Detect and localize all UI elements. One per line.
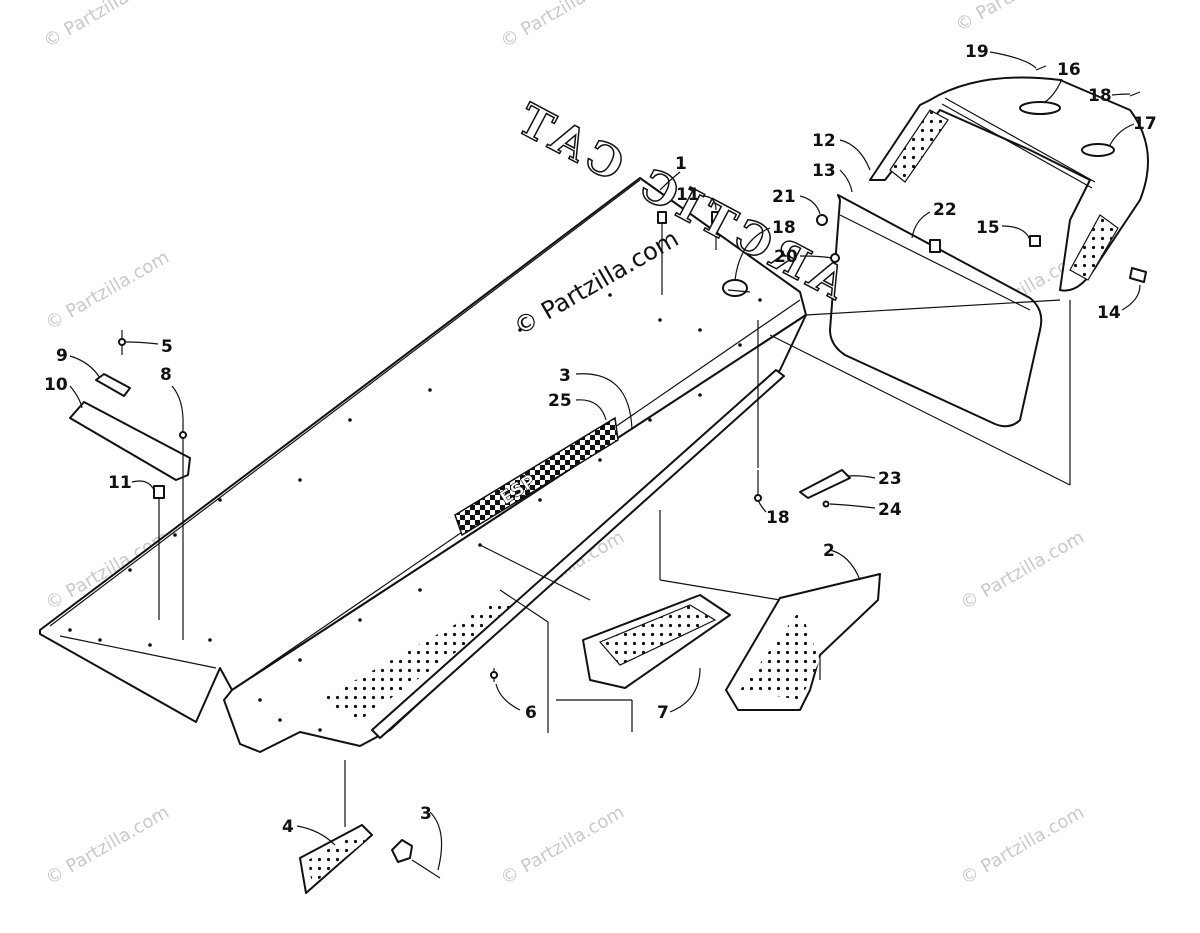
screw-18-right <box>1129 91 1141 97</box>
callout-label: 8 <box>160 365 172 385</box>
plate-4-holes <box>308 832 366 885</box>
bumper-crossbar <box>944 97 1096 183</box>
bumper-perf-left <box>889 109 949 183</box>
screw-6 <box>490 668 498 682</box>
bracket-2-perf <box>740 610 820 700</box>
callout-label: 22 <box>933 200 957 220</box>
running-board-perf <box>598 604 717 666</box>
callout-label: 25 <box>548 391 572 411</box>
callout-label: 18 <box>766 508 790 528</box>
rear-bumper <box>869 76 1149 292</box>
callout-label: 20 <box>774 247 798 267</box>
callout-label: 7 <box>657 703 669 723</box>
callout-label: 19 <box>965 42 989 62</box>
rivet-holes <box>68 293 762 732</box>
callout-label: 9 <box>56 346 68 366</box>
bracket-10 <box>69 373 191 481</box>
screw-24 <box>822 500 830 508</box>
callout-label: 14 <box>1097 303 1121 323</box>
clip-14 <box>1129 267 1147 283</box>
bracket-plate <box>69 401 191 481</box>
callout-label: 23 <box>878 469 902 489</box>
callout-label: 17 <box>1133 114 1157 134</box>
screw-8 <box>179 425 187 445</box>
tunnel-edge-line <box>49 179 641 627</box>
tunnel-rail <box>371 369 785 739</box>
bumper-slot-17 <box>1081 143 1115 157</box>
snow-flap-body <box>829 194 1043 428</box>
bumper-slot-16 <box>1019 101 1061 115</box>
nut-11-top <box>657 211 721 295</box>
bolt-18-lower <box>754 470 762 502</box>
bracket-pad-9 <box>95 373 131 397</box>
watermark: © Partzilla.com <box>952 0 1083 36</box>
callout-label: 5 <box>161 337 173 357</box>
callout-label: 16 <box>1057 60 1081 80</box>
tunnel-front-line <box>59 635 217 669</box>
callout-label: 3 <box>559 366 571 386</box>
callout-label: 6 <box>525 703 537 723</box>
callout-label: 2 <box>823 541 835 561</box>
callout-label: 10 <box>44 375 68 395</box>
watermark: © Partzilla.com <box>42 247 173 335</box>
plate-4 <box>299 824 373 894</box>
callout-label: 1 <box>675 154 687 174</box>
flap-clip-22 <box>929 239 941 253</box>
screw-5 <box>118 330 126 355</box>
callout-label: 11 <box>108 473 132 493</box>
tunnel-part: ESP <box>39 177 807 753</box>
bumper-frame <box>869 76 1149 292</box>
callout-label: 3 <box>420 804 432 824</box>
screw-19 <box>1035 65 1047 71</box>
nut-20 <box>830 253 840 263</box>
watermark: © Partzilla.com <box>497 802 628 890</box>
callouts: 1 2 3 3 4 5 6 7 8 9 10 11 11 12 13 14 15… <box>44 42 1157 871</box>
running-board-7 <box>582 594 731 689</box>
callout-label: 11 <box>676 185 700 205</box>
callout-label: 21 <box>772 187 796 207</box>
washer-21 <box>816 214 828 226</box>
callout-label: 24 <box>878 500 902 520</box>
plate-23 <box>799 469 851 499</box>
bumper-crossbar-lower <box>941 103 1093 189</box>
bumper-perf-right <box>1069 214 1119 281</box>
flap-top-edge <box>839 214 1031 311</box>
callout-label: 15 <box>976 218 1000 238</box>
assembly-lines <box>344 299 1071 827</box>
callout-label: 12 <box>812 131 836 151</box>
callout-label: 4 <box>282 817 294 837</box>
watermark: © Partzilla.com <box>957 802 1088 890</box>
watermark: © Partzilla.com <box>497 0 628 52</box>
bracket-2 <box>725 573 881 711</box>
nut-11-left <box>153 485 165 620</box>
watermark: © Partzilla.com <box>957 527 1088 615</box>
watermark: © Partzilla.com <box>42 802 173 890</box>
esp-decal <box>454 416 619 537</box>
callout-label: 18 <box>772 218 796 238</box>
clip-15 <box>1029 235 1041 247</box>
callout-label: 13 <box>812 161 836 181</box>
nut-3-lower <box>391 839 441 879</box>
callout-label: 18 <box>1088 86 1112 106</box>
watermark: © Partzilla.com <box>40 0 171 52</box>
tunnel-vent-holes <box>320 600 530 720</box>
tunnel-side <box>223 314 807 753</box>
